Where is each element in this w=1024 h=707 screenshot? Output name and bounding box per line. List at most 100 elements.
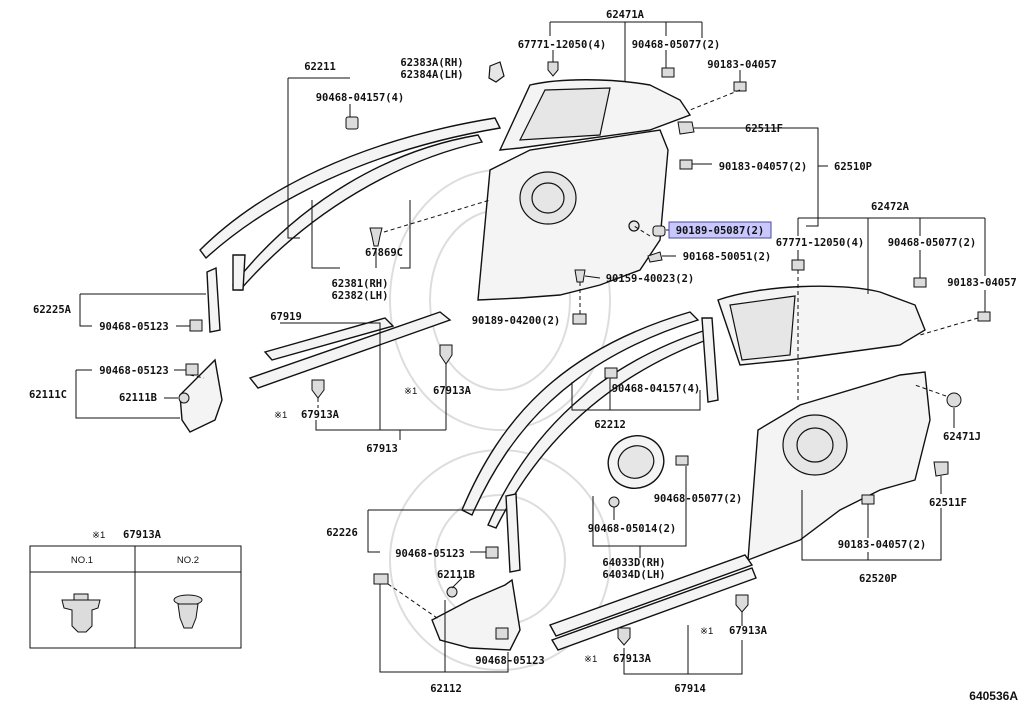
clip-62471J	[946, 392, 962, 408]
label-62381[interactable]: 62381(RH)	[332, 278, 389, 290]
label-62382[interactable]: 62382(LH)	[332, 290, 389, 302]
label-62111C[interactable]: 62111C	[29, 389, 67, 401]
clip-62111B-b	[373, 573, 389, 585]
label-67913A-mid[interactable]: 67913A	[433, 385, 472, 397]
label-62471J[interactable]: 62471J	[943, 431, 981, 443]
mark-ref-br: ※1	[700, 626, 713, 637]
label-90183-04057-bottom[interactable]: 90183-04057(2)	[838, 539, 927, 551]
label-64033D[interactable]: 64033D(RH)	[602, 557, 665, 569]
label-62384A[interactable]: 62384A(LH)	[400, 69, 463, 81]
clip-67913A-br	[735, 594, 749, 613]
part-62111C-lower-trim	[179, 358, 223, 433]
legend-title: 67913A	[123, 529, 162, 541]
label-67913-left[interactable]: 67913	[366, 443, 398, 455]
clip-90468-05077-right	[913, 277, 927, 288]
label-90189-05087[interactable]: 90189-05087(2)	[676, 225, 765, 237]
clip-67913A-mid	[439, 344, 453, 365]
label-62112[interactable]: 62112	[430, 683, 462, 695]
clip-67913A-left	[311, 379, 325, 399]
part-64033D-speaker-grille	[607, 435, 665, 489]
clip-90183-04057-2-top	[679, 159, 693, 170]
label-90468-05014[interactable]: 90468-05014(2)	[588, 523, 677, 535]
clip-90183-04057-right	[977, 311, 991, 322]
clip-90183-04057-top	[733, 81, 747, 92]
clip-62511F-top	[677, 121, 695, 135]
label-62111B-a[interactable]: 62111B	[119, 392, 157, 404]
label-62212[interactable]: 62212	[594, 419, 626, 431]
label-90168-50051[interactable]: 90168-50051(2)	[683, 251, 772, 263]
label-67914[interactable]: 67914	[674, 683, 706, 695]
clip-67771-12050-right	[791, 259, 805, 271]
legend-clip-no1	[61, 593, 101, 633]
clip-90468-05123-d	[495, 627, 509, 640]
clip-90468-05014	[608, 496, 620, 508]
label-62510P[interactable]: 62510P	[834, 161, 872, 173]
label-62472A[interactable]: 62472A	[871, 201, 910, 213]
label-90159-40023[interactable]: 90159-40023(2)	[606, 273, 695, 285]
clip-90468-05123-b	[185, 363, 199, 376]
label-90468-05077-mid[interactable]: 90468-05077(2)	[654, 493, 743, 505]
clip-90468-05077-mid	[675, 455, 689, 466]
legend-box: ※1 67913A NO.1 NO.2	[29, 529, 242, 649]
label-64034D[interactable]: 64034D(LH)	[602, 569, 665, 581]
label-90468-04157-top[interactable]: 90468-04157(4)	[316, 92, 405, 104]
legend-clip-no2	[173, 594, 203, 629]
part-62510P-quarter-panel	[477, 129, 669, 301]
legend-col1: NO.1	[71, 555, 93, 566]
clip-67771-12050-top	[547, 61, 559, 77]
label-90468-04157-mid[interactable]: 90468-04157(4)	[612, 383, 701, 395]
part-62211-pillar-garnish	[199, 117, 502, 291]
screw-90168-50051	[647, 251, 663, 263]
clip-90468-04157-top	[345, 116, 359, 130]
label-90468-05123-d[interactable]: 90468-05123	[475, 655, 545, 667]
label-62211[interactable]: 62211	[304, 61, 336, 73]
part-62472A-quarter-trim-upper	[717, 285, 926, 366]
label-67771-12050-top[interactable]: 67771-12050(4)	[518, 39, 607, 51]
clip-90159-40023	[574, 269, 586, 283]
label-62471A[interactable]: 62471A	[606, 9, 645, 21]
label-62511F-top[interactable]: 62511F	[745, 123, 783, 135]
label-67771-12050-right[interactable]: 67771-12050(4)	[776, 237, 865, 249]
label-62111B-b[interactable]: 62111B	[437, 569, 475, 581]
part-67919-sill-plate	[248, 311, 452, 389]
label-67869C[interactable]: 67869C	[365, 247, 403, 259]
label-90468-05077-top[interactable]: 90468-05077(2)	[632, 39, 721, 51]
label-62226[interactable]: 62226	[326, 527, 358, 539]
part-62226-garnish	[505, 493, 521, 573]
label-90189-04200[interactable]: 90189-04200(2)	[472, 315, 561, 327]
clip-90189-05087	[652, 225, 666, 237]
clip-90189-04200	[572, 313, 587, 325]
highlight-90189-05087[interactable]	[668, 221, 772, 239]
label-67919[interactable]: 67919	[270, 311, 302, 323]
label-90468-05077-right[interactable]: 90468-05077(2)	[888, 237, 977, 249]
label-62520P[interactable]: 62520P	[859, 573, 897, 585]
label-90468-05123-a[interactable]: 90468-05123	[99, 321, 169, 333]
label-90183-04057-2-top[interactable]: 90183-04057(2)	[719, 161, 808, 173]
leader-lines	[75, 21, 986, 675]
part-62471A-quarter-trim-upper	[498, 79, 692, 151]
clip-90468-05123-a	[189, 319, 203, 332]
label-67913A-br[interactable]: 67913A	[729, 625, 768, 637]
mark-ref-mid: ※1	[404, 386, 417, 397]
clip-62111B-b-screw	[446, 586, 458, 598]
label-90183-04057-top[interactable]: 90183-04057	[707, 59, 777, 71]
label-62225A[interactable]: 62225A	[33, 304, 72, 316]
part-67914-sill-plate	[548, 554, 757, 651]
clip-90468-05077-top	[661, 67, 675, 78]
clip-62111B-a	[178, 392, 190, 404]
label-90183-04057-right[interactable]: 90183-04057	[947, 277, 1017, 289]
clip-67869C	[369, 227, 383, 247]
label-90468-05123-c[interactable]: 90468-05123	[395, 548, 465, 560]
label-67913A-bl[interactable]: 67913A	[613, 653, 652, 665]
label-90468-05123-b[interactable]: 90468-05123	[99, 365, 169, 377]
part-62212-pillar-garnish	[461, 311, 719, 529]
part-62225A-garnish	[206, 266, 221, 333]
label-62511F-right[interactable]: 62511F	[929, 497, 967, 509]
legend-col2: NO.2	[177, 555, 199, 566]
label-62383A[interactable]: 62383A(RH)	[400, 57, 463, 69]
mark-ref-bl: ※1	[584, 654, 597, 665]
clip-90183-04057-bottom	[861, 494, 875, 505]
label-67913A-left[interactable]: 67913A	[301, 409, 340, 421]
clip-90468-04157-mid	[604, 367, 618, 379]
